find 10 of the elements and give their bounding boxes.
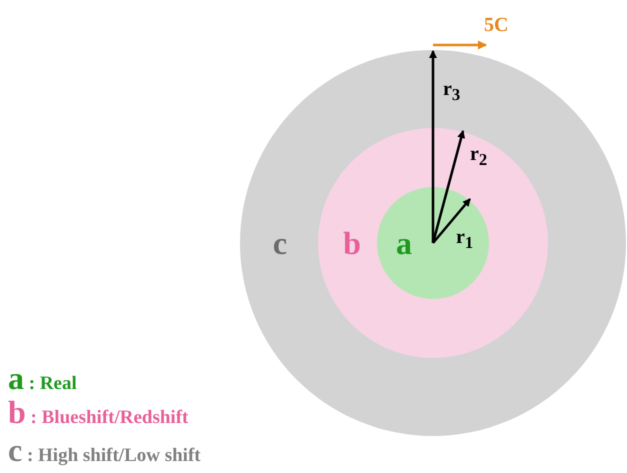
speed-label: 5C xyxy=(484,14,508,36)
region-letter: b xyxy=(343,227,361,259)
radius-label: r$_{3}$ xyxy=(443,78,460,106)
legend-item: c : High shift/Low shift xyxy=(8,432,201,469)
legend-item: b : Blueshift/Redshift xyxy=(8,394,188,431)
legend-item: a : Real xyxy=(8,360,77,397)
region-letter: c xyxy=(272,227,288,259)
region-letter: a xyxy=(396,227,412,259)
radius-label: r$_{2}$ xyxy=(470,143,488,171)
radius-label: r$_{1}$ xyxy=(456,226,474,254)
